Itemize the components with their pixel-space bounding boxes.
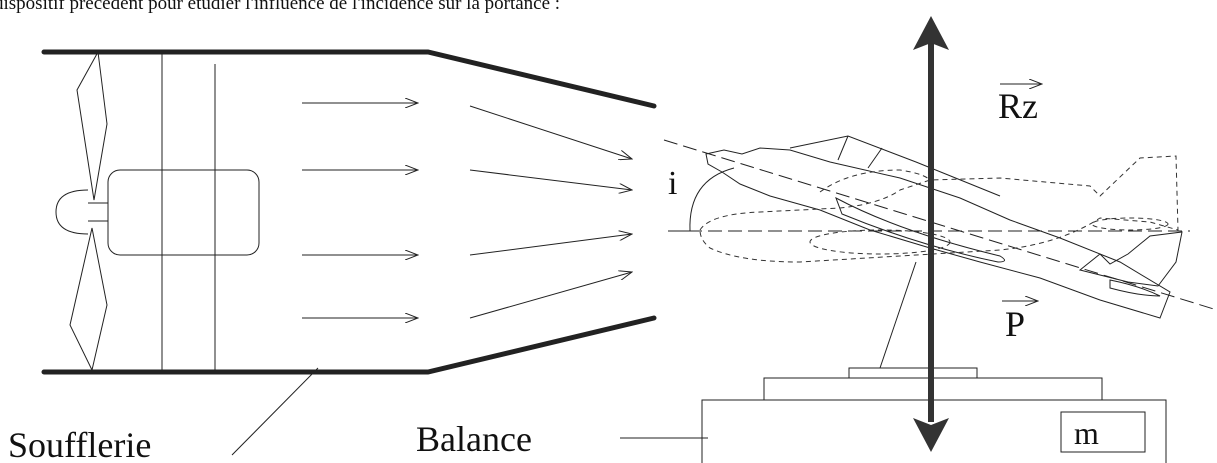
ghost-tail-wing bbox=[1091, 217, 1169, 231]
tunnel-top-wall bbox=[41, 49, 657, 109]
wind-tunnel bbox=[41, 49, 657, 375]
incidence-angle-arc bbox=[689, 167, 735, 232]
lift-label: Rz bbox=[998, 86, 1038, 126]
airplane-elevator bbox=[1109, 279, 1161, 297]
airflow-arrow bbox=[469, 105, 632, 159]
airflow-arrows bbox=[302, 103, 632, 318]
mass-display bbox=[1060, 411, 1146, 453]
fan-hub bbox=[55, 189, 89, 235]
soufflerie-leader bbox=[231, 367, 319, 456]
support-strut bbox=[879, 261, 917, 369]
ghost-fuselage bbox=[699, 155, 1179, 263]
aircraft-axis bbox=[663, 139, 1217, 311]
fan bbox=[55, 50, 260, 372]
weight-arrow-head bbox=[913, 418, 949, 452]
tunnel-bottom-wall bbox=[41, 315, 657, 375]
airplane-inclined bbox=[705, 135, 1183, 319]
ghost-canopy bbox=[819, 169, 933, 193]
airplane-canopy bbox=[789, 135, 1001, 197]
airplane-horizontal-ghost bbox=[699, 155, 1179, 263]
airplane-tailplane bbox=[1078, 231, 1183, 287]
motor-box bbox=[107, 169, 260, 256]
canopy-frame bbox=[867, 147, 883, 169]
airflow-arrow bbox=[469, 169, 632, 190]
airflow-arrow bbox=[469, 234, 632, 256]
lift-arrow-head bbox=[913, 16, 949, 50]
soufflerie-label: Soufflerie bbox=[8, 425, 151, 463]
airflow-arrow bbox=[469, 272, 632, 319]
ghost-wing bbox=[809, 229, 951, 255]
fan-blade-top bbox=[76, 50, 108, 201]
airplane-fuselage bbox=[705, 147, 1171, 319]
canopy-frame bbox=[837, 135, 849, 161]
balance-label: Balance bbox=[416, 419, 532, 459]
balance-top-plate bbox=[848, 367, 978, 379]
weight-label: P bbox=[1005, 304, 1025, 344]
mass-label: m bbox=[1074, 415, 1099, 451]
balance bbox=[620, 367, 1167, 463]
caption-text: dispositif précédent pour étudier l'infl… bbox=[0, 0, 560, 14]
airplane-wing bbox=[835, 196, 1005, 263]
force-vectors bbox=[913, 16, 949, 452]
incidence-label: i bbox=[668, 165, 677, 202]
fan-blade-bottom bbox=[69, 227, 108, 372]
